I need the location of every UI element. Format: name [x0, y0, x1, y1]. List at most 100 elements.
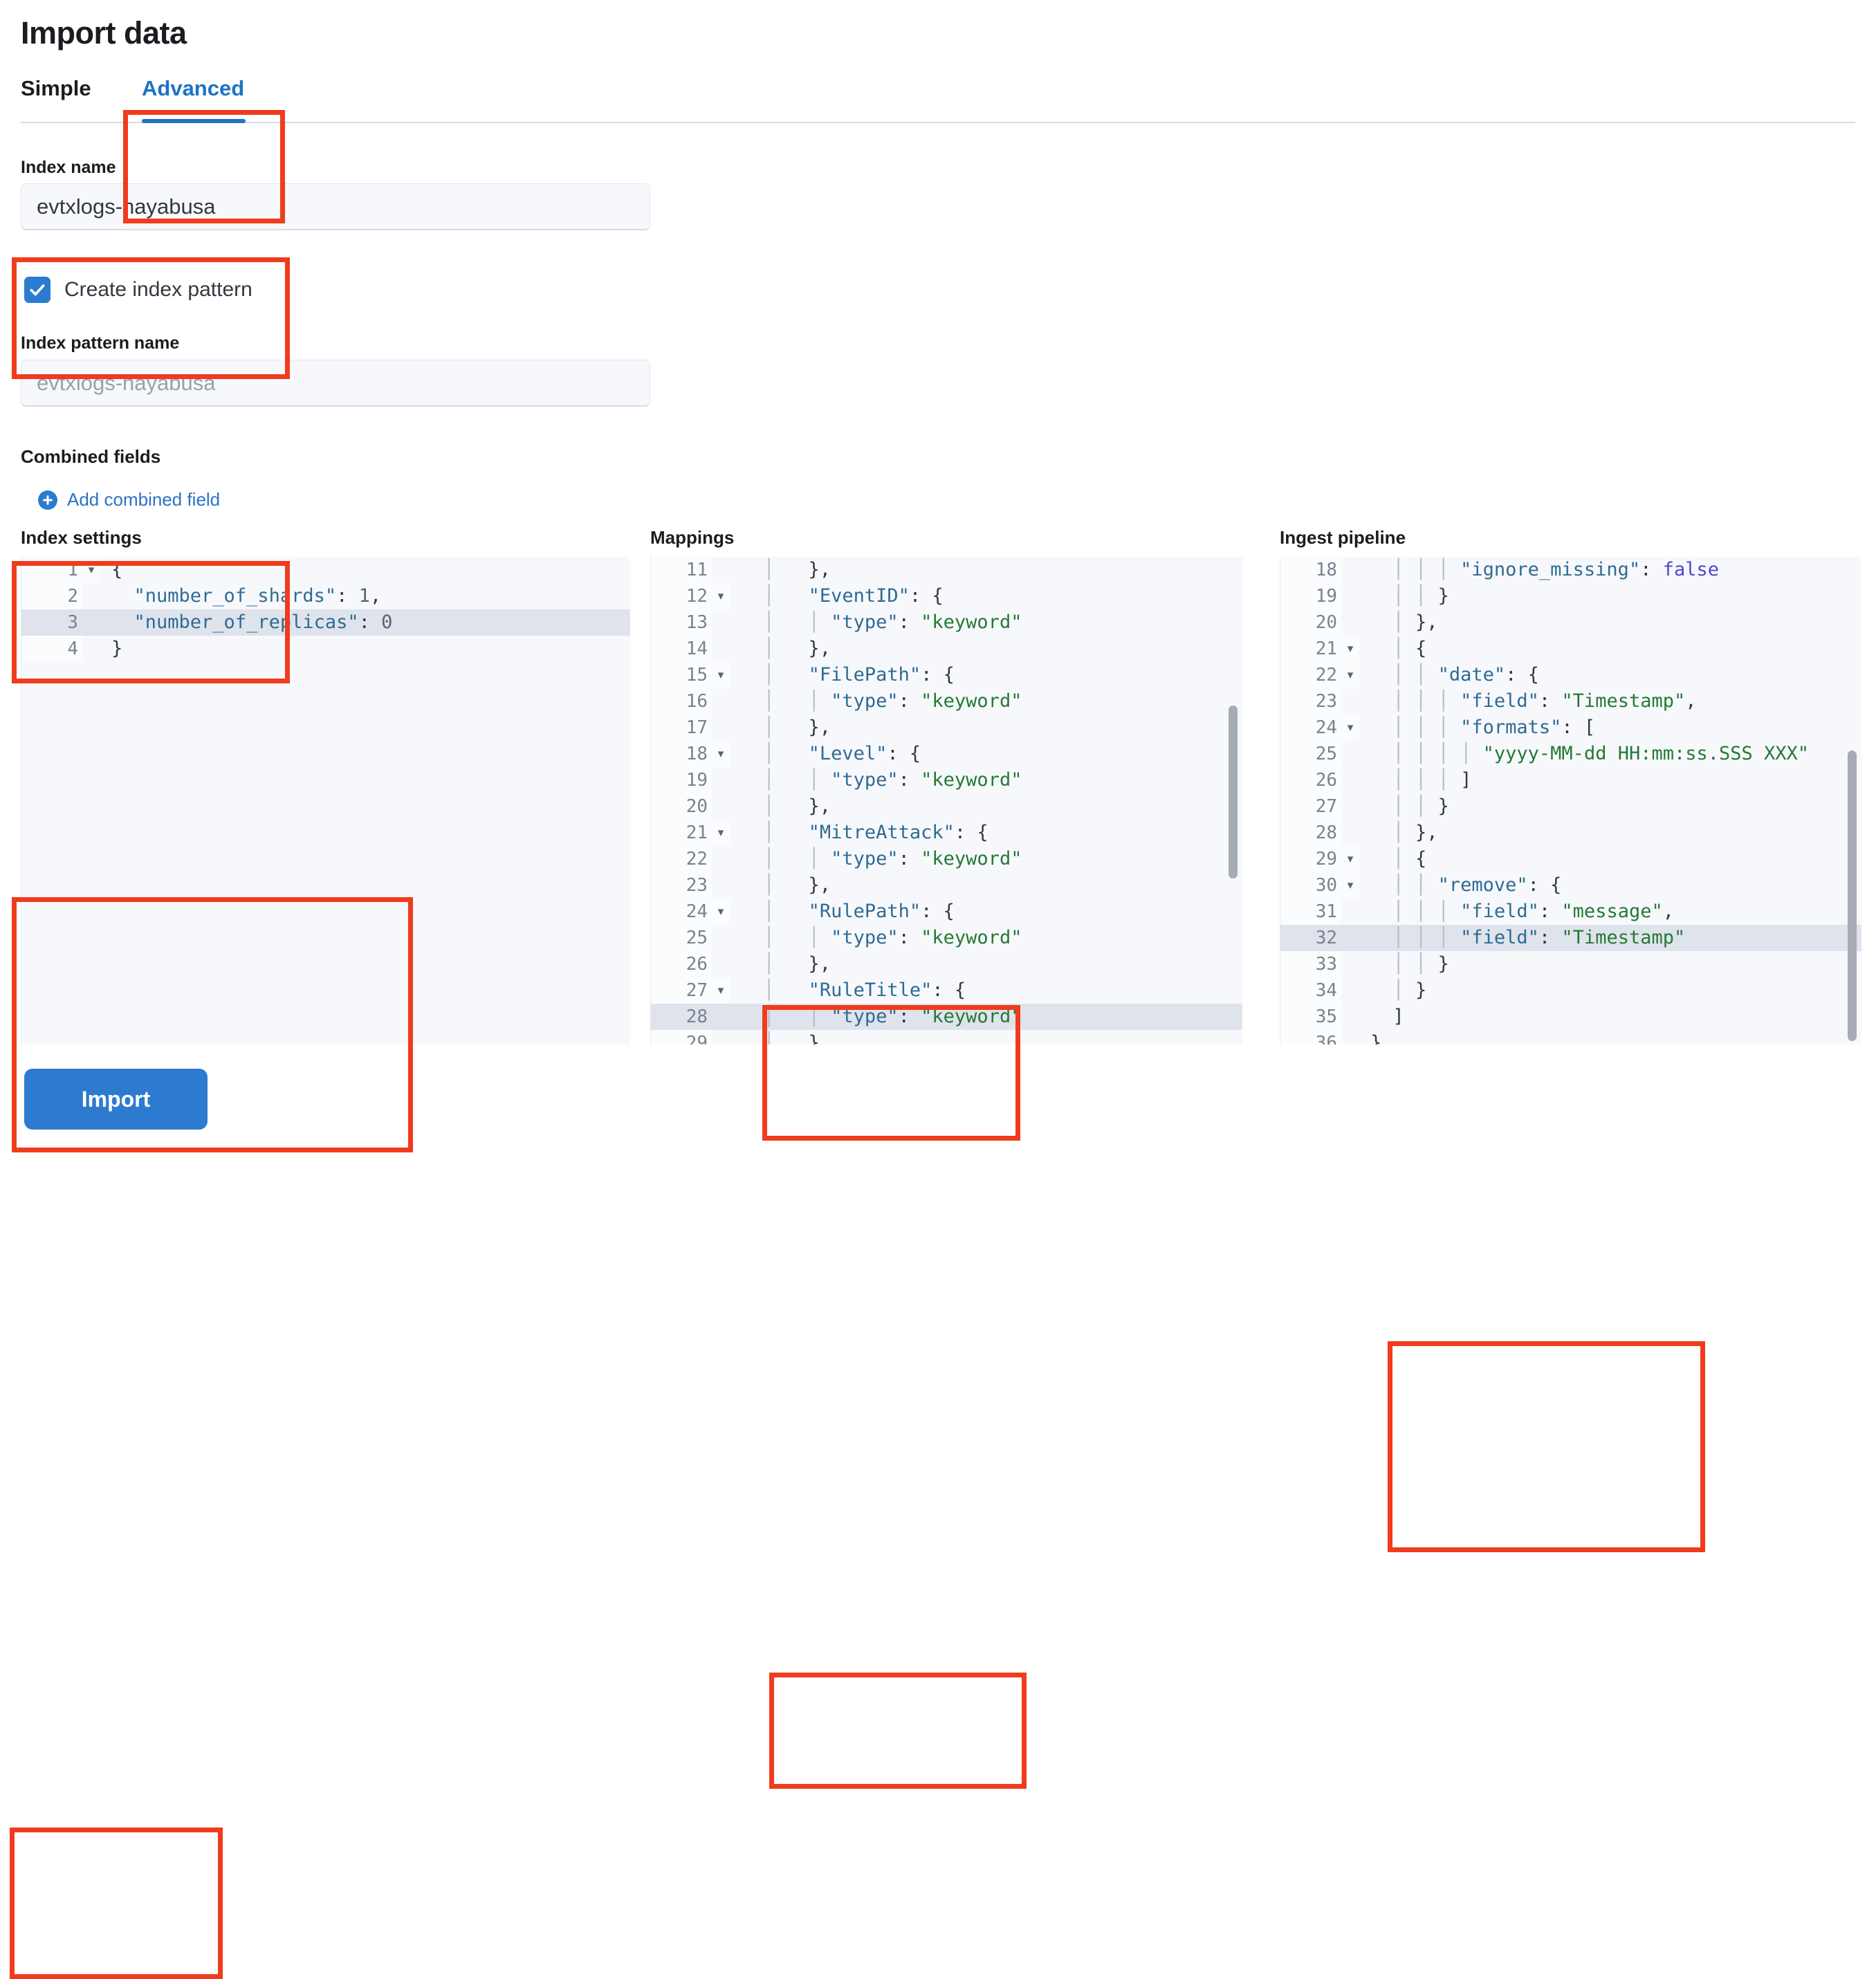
annotation-box-pipeline-remove [1388, 1341, 1705, 1552]
code-line: 22▾ │ │ "date": { [1280, 662, 1861, 688]
tab-divider [21, 122, 1855, 123]
tab-active-indicator [142, 119, 246, 123]
code-line: 21▾ │ "MitreAttack": { [651, 820, 1242, 846]
code-text: │ │ │ "field": "Timestamp" [1392, 927, 1686, 948]
ingest-pipeline-scrollbar[interactable] [1848, 751, 1857, 1041]
fold-arrow-icon[interactable]: ▾ [82, 557, 100, 583]
index-pattern-name-input[interactable] [21, 360, 650, 407]
line-number: 19 [1280, 583, 1341, 609]
line-number: 36 [1280, 1030, 1341, 1044]
tab-advanced[interactable]: Advanced [142, 76, 245, 100]
code-text: │ "Level": { [763, 743, 921, 764]
combined-fields-label: Combined fields [21, 446, 161, 467]
code-line: 19 │ │ "type": "keyword" [651, 767, 1242, 793]
fold-arrow-icon[interactable]: ▾ [1341, 846, 1359, 872]
code-line: 3 "number_of_replicas": 0 [21, 609, 630, 636]
code-line: 24▾ │ │ │ "formats": [ [1280, 715, 1861, 741]
code-text: │ }, [763, 717, 831, 738]
line-number: 24 [1280, 715, 1341, 741]
code-text: │ { [1392, 848, 1427, 869]
tab-simple[interactable]: Simple [21, 76, 91, 100]
code-line: 33 │ │ } [1280, 951, 1861, 977]
mappings-editor[interactable]: 11 │ },12▾ │ "EventID": {13 │ │ "type": … [650, 557, 1242, 1044]
code-text: │ }, [763, 874, 831, 896]
line-number: 2 [21, 583, 82, 609]
code-text: } [111, 638, 123, 659]
code-text: │ │ } [1392, 795, 1449, 817]
line-number: 33 [1280, 951, 1341, 977]
mappings-scrollbar[interactable] [1229, 706, 1238, 878]
code-line: 27▾ │ "RuleTitle": { [651, 977, 1242, 1004]
fold-arrow-icon[interactable]: ▾ [712, 977, 730, 1004]
fold-arrow-icon[interactable]: ▾ [1341, 872, 1359, 899]
code-line: 20 │ }, [651, 793, 1242, 820]
code-line: 14 │ }, [651, 636, 1242, 662]
line-number: 25 [1280, 741, 1341, 767]
fold-arrow-icon[interactable]: ▾ [712, 899, 730, 925]
code-text: │ "EventID": { [763, 585, 944, 607]
code-text: │ }, [763, 1032, 831, 1044]
code-text: │ │ │ "ignore_missing": false [1392, 559, 1719, 580]
fold-arrow-icon[interactable]: ▾ [1341, 715, 1359, 741]
index-settings-editor[interactable]: 1▾{2 "number_of_shards": 1,3 "number_of_… [21, 557, 630, 1044]
page-title: Import data [21, 15, 187, 50]
code-line: 18▾ │ "Level": { [651, 741, 1242, 767]
import-button[interactable]: Import [24, 1069, 208, 1130]
code-text: { [111, 559, 123, 580]
line-number: 13 [651, 609, 712, 636]
fold-arrow-icon[interactable]: ▾ [712, 741, 730, 767]
line-number: 26 [651, 951, 712, 977]
code-line: 4} [21, 636, 630, 662]
line-number: 11 [651, 557, 712, 583]
code-line: 29▾ │ { [1280, 846, 1861, 872]
code-text: │ "RuleTitle": { [763, 979, 966, 1001]
line-number: 22 [1280, 662, 1341, 688]
line-number: 30 [1280, 872, 1341, 899]
fold-arrow-icon[interactable]: ▾ [1341, 636, 1359, 662]
code-text: │ "RulePath": { [763, 901, 955, 922]
fold-arrow-icon[interactable]: ▾ [712, 662, 730, 688]
code-text: │ }, [763, 638, 831, 659]
index-name-input[interactable] [21, 183, 650, 230]
line-number: 27 [1280, 793, 1341, 820]
plus-circle-icon [38, 490, 57, 510]
fold-arrow-icon[interactable]: ▾ [712, 820, 730, 846]
line-number: 18 [651, 741, 712, 767]
code-line: 26 │ │ │ ] [1280, 767, 1861, 793]
code-text: │ │ "date": { [1392, 664, 1539, 685]
line-number: 12 [651, 583, 712, 609]
code-text: │ │ "type": "keyword" [763, 690, 1022, 712]
line-number: 23 [651, 872, 712, 899]
ingest-pipeline-title: Ingest pipeline [1280, 527, 1406, 548]
line-number: 21 [1280, 636, 1341, 662]
code-text: │ } [1392, 979, 1427, 1001]
code-text: │ │ "type": "keyword" [763, 927, 1022, 948]
line-number: 31 [1280, 899, 1341, 925]
line-number: 23 [1280, 688, 1341, 715]
code-line: 18 │ │ │ "ignore_missing": false [1280, 557, 1861, 583]
code-text: │ │ } [1392, 585, 1449, 607]
code-line: 22 │ │ "type": "keyword" [651, 846, 1242, 872]
fold-arrow-icon[interactable]: ▾ [1341, 662, 1359, 688]
line-number: 20 [1280, 609, 1341, 636]
code-line: 21▾ │ { [1280, 636, 1861, 662]
code-text: │ }, [763, 559, 831, 580]
code-text: │ │ │ "field": "Timestamp", [1392, 690, 1697, 712]
code-text: "number_of_shards": 1, [134, 585, 382, 607]
line-number: 14 [651, 636, 712, 662]
code-line: 28 │ }, [1280, 820, 1861, 846]
code-text: │ │ "type": "keyword" [763, 769, 1022, 791]
create-index-pattern-row[interactable]: Create index pattern [24, 277, 252, 303]
annotation-box-import-button [9, 1827, 223, 1979]
code-text: │ │ } [1392, 953, 1449, 975]
line-number: 28 [651, 1004, 712, 1030]
checkbox-checked-icon[interactable] [24, 277, 50, 303]
mappings-title: Mappings [650, 527, 735, 548]
line-number: 27 [651, 977, 712, 1004]
line-number: 29 [651, 1030, 712, 1044]
fold-arrow-icon[interactable]: ▾ [712, 583, 730, 609]
add-combined-field-button[interactable]: Add combined field [38, 489, 220, 510]
code-text: │ │ │ ] [1392, 769, 1472, 791]
